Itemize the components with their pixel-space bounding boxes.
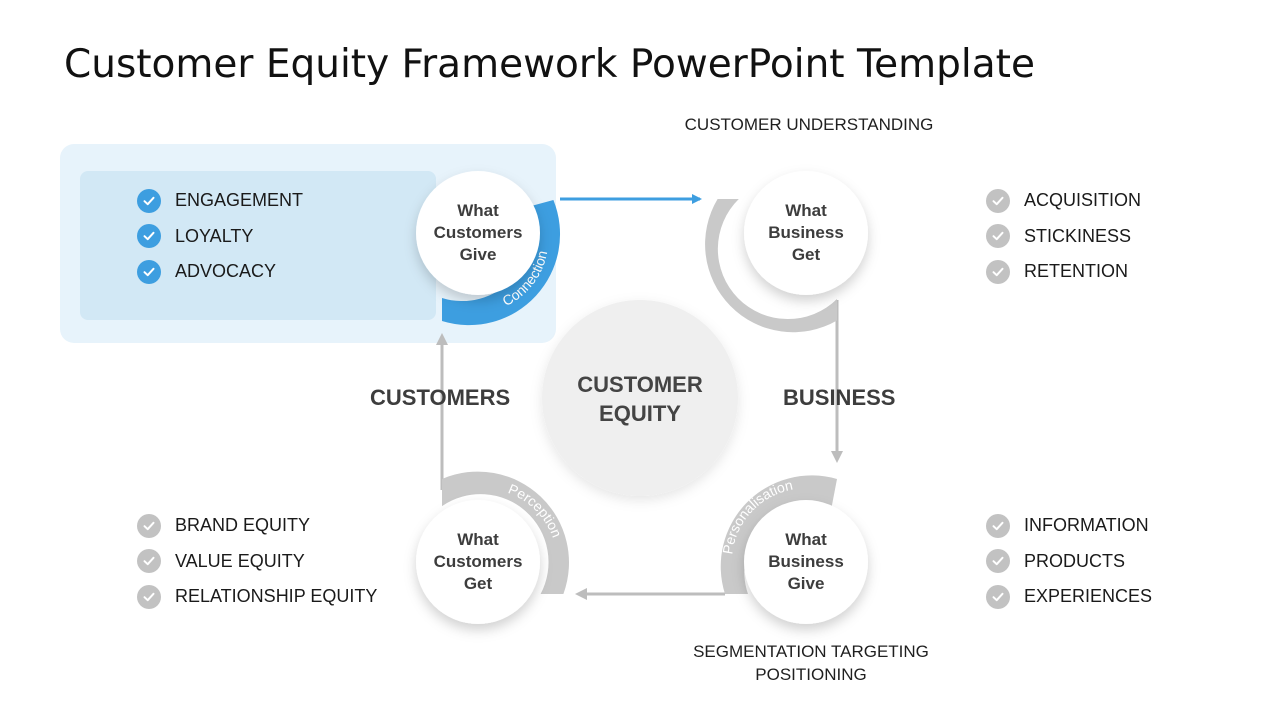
- check-circle-icon: [137, 513, 161, 538]
- page-title: Customer Equity Framework PowerPoint Tem…: [64, 42, 1035, 87]
- list-item-label: STICKINESS: [1024, 225, 1132, 246]
- list-item-label: RELATIONSHIP EQUITY: [175, 586, 378, 607]
- caption-line: SEGMENTATION TARGETING: [693, 642, 929, 661]
- node-line: Get: [463, 574, 493, 593]
- list-bottom-right: INFORMATION PRODUCTS EXPERIENCES: [986, 508, 1152, 615]
- list-item: STICKINESS: [986, 219, 1141, 255]
- node-line: What: [457, 530, 499, 549]
- arc-personalisation: [720, 475, 837, 594]
- node-line: What: [785, 530, 827, 549]
- side-label-customers: CUSTOMERS: [370, 385, 511, 410]
- list-item: RELATIONSHIP EQUITY: [137, 579, 377, 615]
- check-circle-icon: [137, 188, 161, 213]
- list-item-label: PRODUCTS: [1024, 550, 1126, 571]
- arc-perception: [442, 471, 569, 594]
- list-item-label: EXPERIENCES: [1024, 586, 1153, 607]
- check-circle-icon: [137, 549, 161, 574]
- check-circle-icon: [986, 259, 1010, 284]
- node-circle-business-give: [744, 500, 868, 624]
- list-item-label: ENGAGEMENT: [175, 190, 304, 211]
- node-line: Customers: [433, 223, 523, 242]
- list-item: VALUE EQUITY: [137, 544, 377, 580]
- node-business-give: What Business Give: [746, 529, 866, 595]
- list-item: ADVOCACY: [137, 254, 303, 290]
- list-top-right: ACQUISITION STICKINESS RETENTION: [986, 183, 1141, 290]
- list-item-label: BRAND EQUITY: [175, 515, 311, 536]
- node-business-get: What Business Get: [746, 200, 866, 266]
- node-customers-get: What Customers Get: [418, 529, 538, 595]
- list-item: BRAND EQUITY: [137, 508, 377, 544]
- list-item: PRODUCTS: [986, 544, 1152, 580]
- check-circle-icon: [986, 188, 1010, 213]
- node-customers-give: What Customers Give: [418, 200, 538, 266]
- list-top-left: ENGAGEMENT LOYALTY ADVOCACY: [137, 183, 303, 290]
- list-item: ENGAGEMENT: [137, 183, 303, 219]
- list-item-label: LOYALTY: [175, 225, 254, 246]
- node-line: Give: [459, 245, 497, 264]
- center-label: CUSTOMER EQUITY: [550, 370, 730, 428]
- node-line: What: [457, 201, 499, 220]
- list-item: LOYALTY: [137, 219, 303, 255]
- caption-line: CUSTOMER UNDERSTANDING: [684, 115, 934, 134]
- list-bottom-left: BRAND EQUITY VALUE EQUITY RELATIONSHIP E…: [137, 508, 377, 615]
- check-circle-icon: [986, 513, 1010, 538]
- list-item-label: INFORMATION: [1024, 515, 1149, 536]
- node-line: Customers: [433, 552, 523, 571]
- arc-lifetime-value: [705, 199, 837, 333]
- check-circle-icon: [137, 584, 161, 609]
- caption-line: POSITIONING: [755, 665, 867, 684]
- center-line: EQUITY: [599, 401, 681, 426]
- list-item-label: ADVOCACY: [175, 261, 277, 282]
- node-line: Give: [787, 574, 825, 593]
- list-item-label: VALUE EQUITY: [175, 550, 305, 571]
- node-line: Business: [768, 552, 844, 571]
- node-circle-customers-give: [416, 171, 540, 295]
- list-item: ACQUISITION: [986, 183, 1141, 219]
- node-line: What: [785, 201, 827, 220]
- check-circle-icon: [137, 259, 161, 284]
- node-circle-customers-get: [416, 500, 540, 624]
- list-item-label: RETENTION: [1024, 261, 1129, 282]
- list-item-label: ACQUISITION: [1024, 190, 1142, 211]
- node-line: Business: [768, 223, 844, 242]
- caption-customer-understanding: CUSTOMER UNDERSTANDING: [609, 113, 1009, 136]
- center-line: CUSTOMER: [577, 372, 703, 397]
- check-circle-icon: [137, 224, 161, 249]
- check-circle-icon: [986, 549, 1010, 574]
- node-line: Get: [791, 245, 821, 264]
- center-circle: [542, 300, 738, 496]
- list-item: RETENTION: [986, 254, 1141, 290]
- list-item: INFORMATION: [986, 508, 1152, 544]
- check-circle-icon: [986, 224, 1010, 249]
- check-circle-icon: [986, 584, 1010, 609]
- side-label-business: BUSINESS: [783, 385, 896, 410]
- node-circle-business-get: [744, 171, 868, 295]
- caption-segmentation: SEGMENTATION TARGETING POSITIONING: [611, 640, 1011, 686]
- list-item: EXPERIENCES: [986, 579, 1152, 615]
